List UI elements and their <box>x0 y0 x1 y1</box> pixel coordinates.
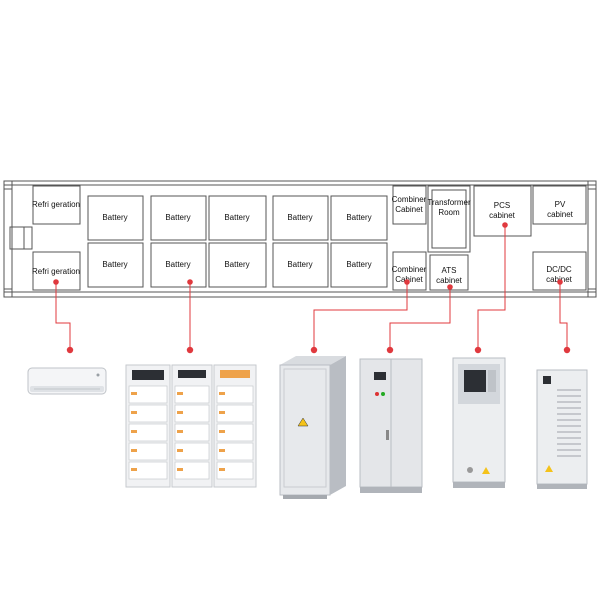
dot-dcdc-equipment <box>563 346 571 354</box>
air-conditioner-icon <box>27 367 107 395</box>
combiner-cabinet-bottom: Combiner Cabinet <box>392 251 427 291</box>
pcs-line2: cabinet <box>489 211 516 220</box>
dot-combiner <box>404 279 410 285</box>
battery-rack: Battery <box>150 242 207 288</box>
dot-battery <box>187 279 193 285</box>
pcs-cabinet-icon <box>452 357 506 488</box>
combiner-cabinet-top: Combiner Cabinet <box>392 185 427 225</box>
battery-rack: Battery <box>87 242 144 288</box>
pcs-cabinet: PCS cabinet <box>473 185 532 237</box>
pcs-line1: PCS <box>494 201 510 210</box>
ats-cabinet: ATS cabinet <box>429 254 469 291</box>
battery-rack: Battery <box>272 195 329 241</box>
dot-pcs <box>502 222 508 228</box>
battery-rack: Battery <box>150 195 207 241</box>
dot-ats-equipment <box>386 346 394 354</box>
dcdc-cabinet-icon <box>536 369 588 489</box>
battery-label: Battery <box>287 260 312 269</box>
battery-label: Battery <box>224 260 249 269</box>
battery-label: Battery <box>165 213 190 222</box>
dot-battery-equipment <box>186 346 194 354</box>
leader-lines <box>55 225 568 350</box>
combiner-top-line2: Cabinet <box>395 205 423 214</box>
battery-rack: Battery <box>330 195 388 241</box>
pv-cabinet: PV cabinet <box>532 185 587 225</box>
battery-rack: Battery <box>208 242 267 288</box>
refrigeration-top-label: Refri geration <box>32 200 80 209</box>
connection-dots <box>53 222 571 354</box>
combiner-cabinet-icon <box>279 356 346 499</box>
dot-pcs-equipment <box>474 346 482 354</box>
battery-area: Battery Battery Battery Battery Battery … <box>87 195 388 288</box>
dot-combiner-equipment <box>310 346 318 354</box>
dcdc-line1: DC/DC <box>546 265 572 274</box>
battery-rack-icon <box>125 364 257 488</box>
battery-label: Battery <box>346 213 371 222</box>
battery-label: Battery <box>224 213 249 222</box>
battery-label: Battery <box>165 260 190 269</box>
battery-label: Battery <box>102 213 127 222</box>
battery-label: Battery <box>346 260 371 269</box>
battery-label: Battery <box>102 260 127 269</box>
ats-line2: cabinet <box>436 276 463 285</box>
dot-ac-equipment <box>66 346 74 354</box>
battery-rack: Battery <box>87 195 144 241</box>
transformer-line1: Transformer <box>427 198 471 207</box>
pv-line2: cabinet <box>547 210 574 219</box>
combiner-top-line1: Combiner <box>392 195 427 204</box>
dot-dcdc <box>557 279 563 285</box>
battery-rack: Battery <box>330 242 388 288</box>
ats-cabinet-icon <box>359 358 423 493</box>
pv-line1: PV <box>555 200 566 209</box>
dot-refrigeration <box>53 279 59 285</box>
transformer-line2: Room <box>438 208 460 217</box>
transformer-room: Transformer Room <box>427 185 471 253</box>
combiner-bottom-line1: Combiner <box>392 265 427 274</box>
battery-rack: Battery <box>272 242 329 288</box>
battery-label: Battery <box>287 213 312 222</box>
combiner-bottom-line2: Cabinet <box>395 275 423 284</box>
battery-rack: Battery <box>208 195 267 241</box>
container-outline <box>3 180 597 298</box>
refrigeration-unit-top: Refri geration <box>32 185 81 225</box>
dot-ats <box>447 284 453 290</box>
ats-line1: ATS <box>442 266 457 275</box>
refrigeration-bottom-label: Refri geration <box>32 267 80 276</box>
